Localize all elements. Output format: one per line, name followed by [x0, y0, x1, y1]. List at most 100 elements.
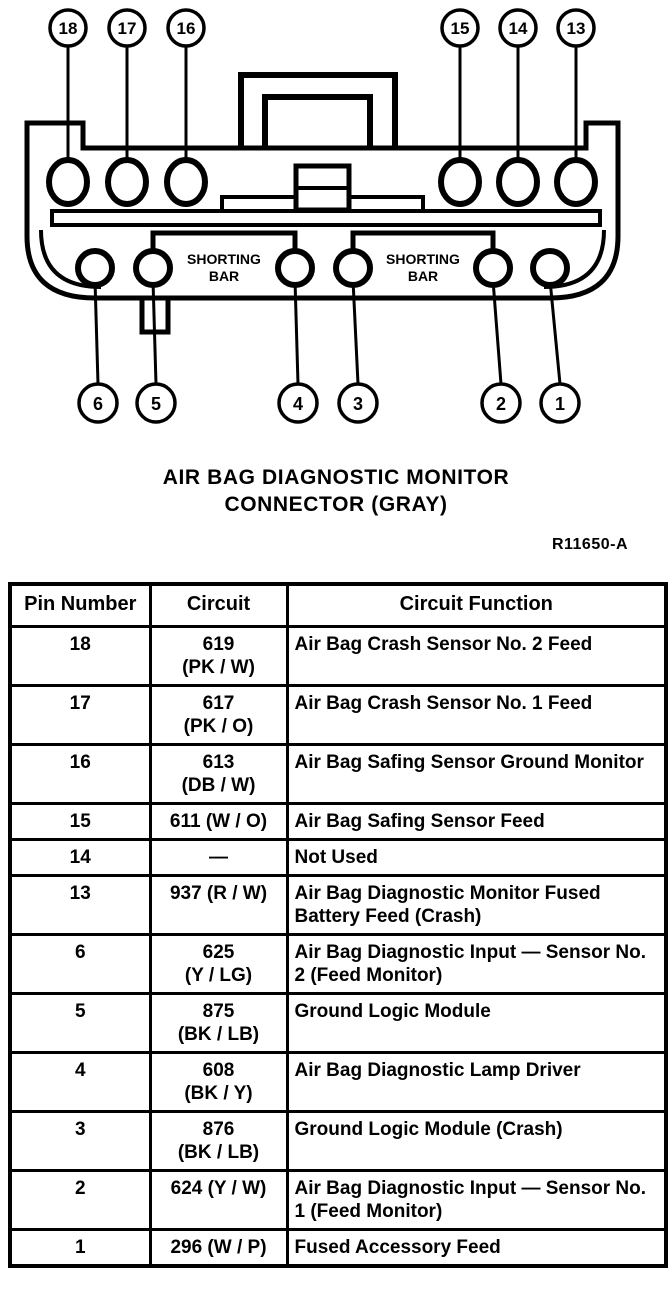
circuit-cell: 875 (BK / LB) [148, 992, 289, 1054]
pin-cell: 5 [8, 992, 152, 1054]
callout-4 [277, 382, 319, 424]
callout-16 [166, 8, 206, 48]
pin-terminal-6 [75, 248, 115, 288]
circuit-cell: — [148, 838, 289, 877]
callout-13 [556, 8, 596, 48]
shorting-bar-bracket-right [350, 230, 496, 252]
caption-line-2: CONNECTOR (GRAY) [224, 493, 448, 516]
header-circuit-function: Circuit Function [285, 582, 668, 628]
callout-1-label: 1 [555, 394, 565, 414]
pin-cell: 15 [8, 802, 152, 841]
circuit-cell: 608 (BK / Y) [148, 1051, 289, 1113]
bottom-pin-terminals [75, 248, 570, 288]
table-row: 2 624 (Y / W) Air Bag Diagnostic Input —… [8, 1169, 668, 1231]
circuit-cell: 876 (BK / LB) [148, 1110, 289, 1172]
circuit-cell: 624 (Y / W) [148, 1169, 289, 1231]
pin-terminal-3 [333, 248, 373, 288]
callout-14 [498, 8, 538, 48]
callout-3 [337, 382, 379, 424]
function-cell: Not Used [285, 838, 668, 877]
pin-cell: 4 [8, 1051, 152, 1113]
table-row: 3 876 (BK / LB) Ground Logic Module (Cra… [8, 1110, 668, 1172]
figure-reference-code: R11650-A [551, 536, 628, 553]
table-row: 1 296 (W / P) Fused Accessory Feed [8, 1228, 668, 1268]
pin-terminal-14 [496, 157, 540, 207]
callout-16-label: 16 [177, 19, 196, 38]
leader-lines [66, 46, 578, 385]
table-row: 15 611 (W / O) Air Bag Safing Sensor Fee… [8, 802, 668, 841]
key-pedestal-left [220, 195, 296, 211]
shorting-bar-label-left-line2: BAR [209, 268, 239, 284]
shorting-strip [50, 209, 602, 227]
callout-13-label: 13 [567, 19, 586, 38]
pin-cell: 13 [8, 874, 152, 936]
callout-5-label: 5 [151, 394, 161, 414]
pin-cell: 3 [8, 1110, 152, 1172]
function-cell: Air Bag Diagnostic Monitor Fused Battery… [285, 874, 668, 936]
bottom-callouts [77, 382, 581, 424]
function-cell: Air Bag Safing Sensor Feed [285, 802, 668, 841]
circuit-cell: 296 (W / P) [148, 1228, 289, 1268]
pin-cell: 17 [8, 684, 152, 746]
pin-cell: 18 [8, 625, 152, 687]
header-circuit: Circuit [148, 582, 289, 628]
function-cell: Ground Logic Module (Crash) [285, 1110, 668, 1172]
pin-terminal-18 [46, 157, 90, 207]
pin-cell: 6 [8, 933, 152, 995]
function-cell: Fused Accessory Feed [285, 1228, 668, 1268]
connector-diagram: SHORTING BAR SHORTING BAR 18 17 [0, 0, 672, 432]
header-row: Pin Number Circuit Circuit Function [8, 582, 668, 628]
function-cell: Air Bag Diagnostic Input — Sensor No. 1 … [285, 1169, 668, 1231]
shorting-bar-bracket-left [150, 230, 298, 252]
circuit-cell: 625 (Y / LG) [148, 933, 289, 995]
table-row: 5 875 (BK / LB) Ground Logic Module [8, 992, 668, 1054]
callout-6-label: 6 [93, 394, 103, 414]
shorting-bar-label-right-line1: SHORTING [386, 251, 460, 267]
function-cell: Air Bag Crash Sensor No. 1 Feed [285, 684, 668, 746]
callout-14-label: 14 [509, 19, 528, 38]
caption-line-1: AIR BAG DIAGNOSTIC MONITOR [162, 466, 510, 489]
circuit-cell: 611 (W / O) [148, 802, 289, 841]
pin-terminal-2 [473, 248, 513, 288]
circuit-cell: 613 (DB / W) [148, 743, 289, 805]
table-row: 13 937 (R / W) Air Bag Diagnostic Monito… [8, 874, 668, 936]
callout-2-label: 2 [496, 394, 506, 414]
shorting-bar-label-right-line2: BAR [408, 268, 438, 284]
circuit-cell: 617 (PK / O) [148, 684, 289, 746]
callout-4-label: 4 [293, 394, 303, 414]
table-row: 4 608 (BK / Y) Air Bag Diagnostic Lamp D… [8, 1051, 668, 1113]
shorting-bar-label-left-line1: SHORTING [187, 251, 261, 267]
callout-17-label: 17 [118, 19, 137, 38]
function-cell: Air Bag Diagnostic Input — Sensor No. 2 … [285, 933, 668, 995]
pin-cell: 14 [8, 838, 152, 877]
table-row: 6 625 (Y / LG) Air Bag Diagnostic Input … [8, 933, 668, 995]
circuit-cell: 619 (PK / W) [148, 625, 289, 687]
pin-cell: 16 [8, 743, 152, 805]
callout-3-label: 3 [353, 394, 363, 414]
function-cell: Air Bag Diagnostic Lamp Driver [285, 1051, 668, 1113]
header-pin-number: Pin Number [8, 582, 152, 628]
callout-18 [48, 8, 88, 48]
pinout-table-body: 18 619 (PK / W) Air Bag Crash Sensor No.… [8, 625, 668, 1268]
pin-cell: 1 [8, 1228, 152, 1268]
callout-15-label: 15 [451, 19, 470, 38]
pin-terminal-17 [105, 157, 149, 207]
callout-18-label: 18 [59, 19, 78, 38]
callout-6 [77, 382, 119, 424]
pin-terminal-15 [438, 157, 482, 207]
pin-terminal-13 [554, 157, 598, 207]
top-callouts [48, 8, 596, 48]
table-row: 14 — Not Used [8, 838, 668, 877]
latch-tab-inner [262, 94, 373, 147]
circuit-cell: 937 (R / W) [148, 874, 289, 936]
table-row: 16 613 (DB / W) Air Bag Safing Sensor Gr… [8, 743, 668, 805]
callout-5 [135, 382, 177, 424]
callout-1 [539, 382, 581, 424]
pin-terminal-4 [275, 248, 315, 288]
function-cell: Ground Logic Module [285, 992, 668, 1054]
function-cell: Air Bag Crash Sensor No. 2 Feed [285, 625, 668, 687]
diagram-caption: AIR BAG DIAGNOSTIC MONITOR CONNECTOR (GR… [0, 464, 672, 518]
pin-terminal-16 [164, 157, 208, 207]
pin-cell: 2 [8, 1169, 152, 1231]
